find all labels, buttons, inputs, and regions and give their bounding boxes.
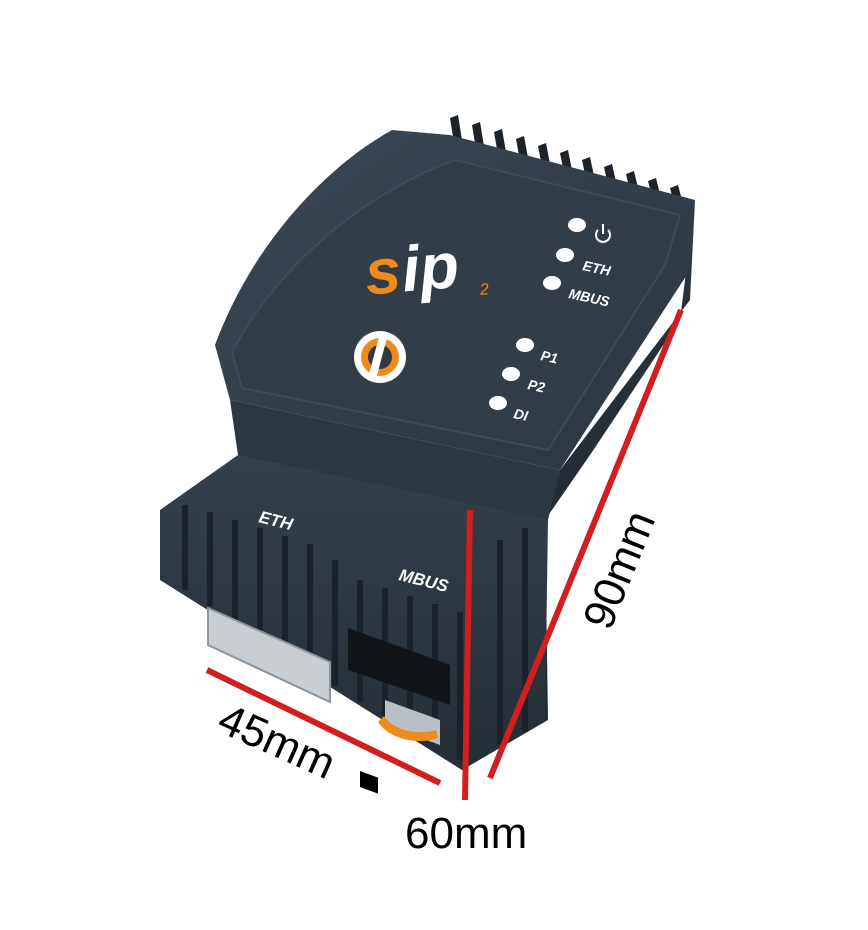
dimension-lines: [205, 308, 684, 801]
mbus-terminal: [348, 628, 450, 794]
led-di: [489, 396, 507, 410]
led-p2: [502, 367, 520, 381]
width-dimension-label: 45mm: [211, 694, 343, 788]
width-line: [205, 667, 442, 786]
led-eth: [556, 248, 574, 262]
led-group-bottom: P1 P2 DI: [489, 338, 560, 424]
depth-line: [462, 509, 473, 801]
brand-s: s: [362, 234, 404, 309]
height-dimension-label: 90mm: [574, 504, 665, 636]
led-p2-label: P2: [526, 376, 546, 395]
front-ledge: [230, 400, 560, 520]
led-p1: [516, 338, 534, 352]
led-di-label: DI: [512, 405, 530, 424]
led-p1-label: P1: [539, 347, 559, 366]
led-mbus: [543, 276, 561, 290]
top-panel: [230, 158, 682, 452]
led-power: [568, 218, 586, 232]
led-eth-label: ETH: [581, 257, 613, 279]
brand-ip: ip: [399, 229, 462, 306]
brand-logo: s ip 2: [362, 229, 490, 309]
depth-dimension-label: 60mm: [405, 809, 527, 858]
brand-sub: 2: [478, 281, 489, 299]
power-icon: [595, 224, 611, 243]
device: s ip 2 ETH MBUS P1 P2 DI ETH MBUS: [160, 115, 695, 794]
height-line: [487, 308, 684, 780]
eth-port: [207, 606, 331, 704]
logo-mark: [354, 331, 406, 383]
